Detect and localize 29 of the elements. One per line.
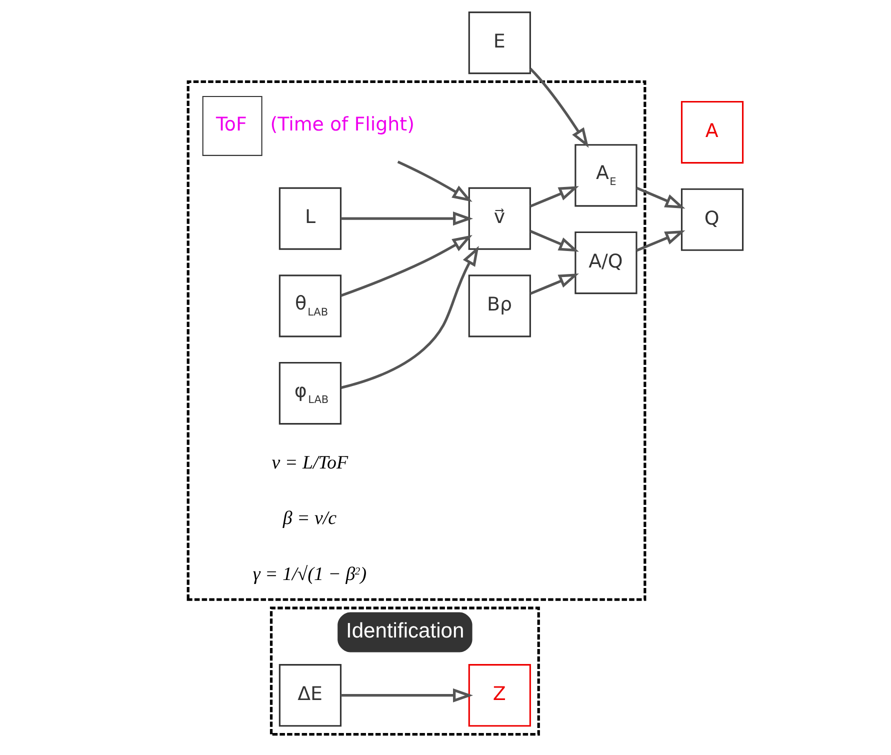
node-box: A$_{E}$: [574, 144, 637, 207]
node-box: ToF: [202, 96, 262, 156]
arrow: [340, 212, 473, 226]
arrow: [636, 230, 685, 252]
arrow: [340, 235, 472, 297]
arrow: [340, 246, 478, 389]
node-box: Z: [468, 664, 530, 727]
node-box: φ$_{LAB}$: [278, 362, 342, 425]
node-label: (Time of Flight): [270, 114, 414, 136]
node-box: Bρ: [468, 274, 530, 338]
cluster: [186, 80, 646, 601]
arrow: [396, 160, 472, 202]
arrow: [636, 186, 685, 209]
arrow: [529, 230, 578, 252]
label: γ = 1/√(1 − β$^{2}$): [252, 564, 366, 585]
node-box: A: [680, 100, 744, 164]
node-box: L: [278, 187, 342, 250]
arrow: [529, 274, 578, 295]
node-box: ΔE: [278, 664, 342, 727]
node-box: Q: [680, 188, 744, 251]
node-box: E: [468, 11, 530, 74]
arrow: [529, 186, 578, 208]
arrow: [340, 688, 473, 702]
label: v = L/ToF: [271, 452, 348, 474]
node-box: A/Q: [574, 231, 637, 294]
node-box: v⃗: [468, 187, 530, 250]
label: β = v/c: [282, 508, 336, 530]
arrow: [528, 68, 588, 148]
node-box: θ$_{LAB}$: [278, 274, 342, 338]
